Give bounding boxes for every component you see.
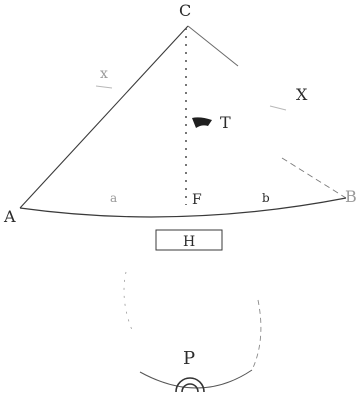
label-pendulum: P: [183, 348, 195, 369]
label-foot-mark: F: [192, 192, 202, 208]
left-edge-line: [19, 25, 189, 209]
label-torso-mark: T: [220, 113, 231, 132]
base-curve: [19, 197, 347, 218]
figure-t-shape: [192, 117, 212, 128]
pendulum-right-guide: [251, 299, 262, 371]
right-edge-lower-line: [281, 157, 347, 199]
label-left-slant: x: [100, 66, 108, 82]
label-right-slant: X: [296, 85, 308, 104]
pendulum-left-guide: [123, 271, 133, 331]
left-slant-tick: [95, 85, 113, 89]
label-top-vertex: C: [179, 1, 191, 20]
label-left-vertex: A: [3, 207, 16, 226]
pendulum-bob-outer: [175, 377, 205, 393]
label-right-base: b: [262, 191, 270, 205]
box-h: [155, 229, 223, 251]
label-left-base: a: [110, 191, 117, 205]
right-slant-tick: [269, 105, 287, 111]
pendulum-bob-inner: [181, 383, 199, 393]
right-edge-line: [187, 25, 239, 67]
label-box: H: [183, 234, 195, 250]
label-right-vertex: B: [345, 187, 357, 206]
pendulum-arc: [139, 369, 253, 389]
